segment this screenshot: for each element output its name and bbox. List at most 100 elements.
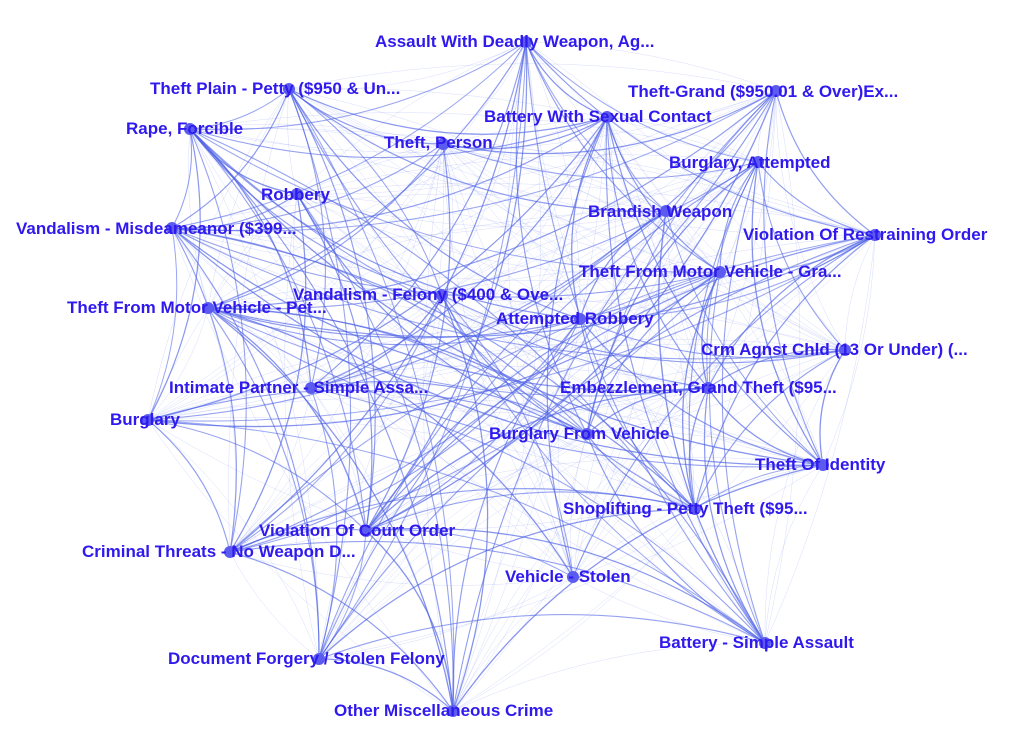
graph-node-vandalism-felony[interactable]: Vandalism - Felony ($400 & Ove...	[293, 285, 563, 304]
graph-edge	[318, 234, 876, 660]
node-dot[interactable]	[574, 313, 586, 325]
node-dot[interactable]	[520, 36, 532, 48]
graph-edge	[189, 123, 444, 145]
graph-node-rape-forcible[interactable]: Rape, Forcible	[126, 119, 243, 138]
graph-node-shoplifting-petty[interactable]: Shoplifting - Petty Theft ($95...	[563, 499, 808, 518]
graph-node-battery-sexual-contact[interactable]: Battery With Sexual Contact	[484, 107, 712, 126]
node-dot[interactable]	[283, 83, 295, 95]
graph-edge	[775, 90, 876, 236]
graph-node-vandalism-misdemeanor[interactable]: Vandalism - Misdeameanor ($399...	[16, 219, 297, 238]
node-dot[interactable]	[567, 571, 579, 583]
graph-edge	[572, 387, 709, 578]
graph-node-theft-plain-petty[interactable]: Theft Plain - Petty ($950 & Un...	[150, 79, 400, 98]
graph-node-battery-simple-assault[interactable]: Battery - Simple Assault	[659, 633, 854, 652]
graph-edge	[171, 227, 876, 282]
node-dot[interactable]	[360, 525, 372, 537]
graph-node-vehicle-stolen[interactable]: Vehicle - Stolen	[505, 567, 631, 586]
graph-node-burglary-attempted[interactable]: Burglary, Attempted	[669, 153, 831, 172]
node-dot[interactable]	[224, 546, 236, 558]
node-label: Theft From Motor Vehicle - Gra...	[579, 262, 842, 281]
graph-node-robbery[interactable]: Robbery	[261, 185, 331, 204]
graph-edge	[147, 193, 298, 421]
node-dot[interactable]	[759, 637, 771, 649]
node-dot[interactable]	[702, 382, 714, 394]
graph-node-criminal-threats[interactable]: Criminal Threats - No Weapon D...	[82, 542, 356, 561]
graph-node-other-misc-crime[interactable]: Other Miscellaneous Crime	[334, 701, 553, 720]
graph-edge	[751, 161, 824, 466]
node-label: Other Miscellaneous Crime	[334, 701, 553, 720]
graph-node-burglary[interactable]: Burglary	[110, 410, 180, 429]
graph-edge	[147, 161, 759, 421]
graph-edge	[147, 116, 608, 421]
node-dot[interactable]	[817, 459, 829, 471]
graph-edge	[719, 234, 876, 274]
graph-edge	[763, 90, 824, 466]
graph-edge	[586, 433, 696, 510]
graph-edge	[189, 112, 759, 163]
node-dot[interactable]	[437, 138, 449, 150]
graph-edge	[665, 90, 777, 212]
node-dot[interactable]	[839, 344, 851, 356]
graph-node-theft-mv-grand[interactable]: Theft From Motor Vehicle - Gra...	[579, 262, 842, 281]
node-dot[interactable]	[689, 503, 701, 515]
node-dot[interactable]	[770, 85, 782, 97]
graph-edge	[515, 41, 588, 435]
node-dot[interactable]	[714, 266, 726, 278]
graph-edge	[171, 227, 824, 466]
graph-edge	[189, 128, 824, 466]
graph-node-violation-restraining-order[interactable]: Violation Of Restraining Order	[743, 225, 988, 244]
node-dot[interactable]	[305, 382, 317, 394]
node-dot[interactable]	[142, 414, 154, 426]
node-dot[interactable]	[752, 156, 764, 168]
node-dot[interactable]	[313, 653, 325, 665]
graph-edge	[707, 90, 777, 389]
graph-edge	[229, 551, 574, 586]
graph-edge	[171, 227, 696, 510]
node-dot[interactable]	[202, 302, 214, 314]
graph-node-burglary-from-vehicle[interactable]: Burglary From Vehicle	[489, 424, 669, 443]
graph-edge	[318, 318, 581, 660]
node-dot[interactable]	[581, 428, 593, 440]
graph-node-crm-agnst-chld[interactable]: Crm Agnst Chld (13 Or Under) (...	[701, 340, 968, 359]
graph-edge	[171, 227, 443, 296]
node-label: Criminal Threats - No Weapon D...	[82, 542, 356, 561]
graph-edge	[764, 464, 824, 644]
graph-edge	[442, 143, 667, 212]
graph-node-theft-of-identity[interactable]: Theft Of Identity	[755, 455, 886, 474]
graph-node-embezzlement[interactable]: Embezzlement, Grand Theft ($95...	[560, 378, 837, 397]
graph-node-theft-mv-petty[interactable]: Theft From Motor Vehicle - Pet...	[67, 298, 327, 317]
graph-edge	[147, 417, 696, 510]
graph-node-assault-deadly-weapon[interactable]: Assault With Deadly Weapon, Ag...	[375, 32, 654, 51]
node-dot[interactable]	[436, 289, 448, 301]
graph-edge	[318, 658, 454, 712]
graph-edge	[207, 307, 574, 578]
graph-node-theft-grand[interactable]: Theft-Grand ($950.01 & Over)Ex...	[628, 82, 898, 101]
node-dot[interactable]	[660, 205, 672, 217]
node-label: Attempted Robbery	[496, 309, 654, 328]
graph-edge	[441, 294, 581, 320]
node-dot[interactable]	[184, 123, 196, 135]
graph-edge	[452, 642, 766, 712]
graph-node-intimate-partner[interactable]: Intimate Partner - Simple Assa...	[169, 378, 428, 397]
graph-node-theft-person[interactable]: Theft, Person	[384, 133, 493, 152]
node-dot[interactable]	[291, 188, 303, 200]
graph-edge	[819, 349, 846, 466]
node-dot[interactable]	[166, 222, 178, 234]
graph-node-document-forgery[interactable]: Document Forgery / Stolen Felony	[168, 649, 445, 668]
graph-edge	[207, 161, 759, 310]
graph-edge	[189, 116, 608, 159]
graph-node-violation-court-order[interactable]: Violation Of Court Order	[259, 521, 456, 540]
graph-edge	[442, 143, 709, 389]
node-dot[interactable]	[447, 705, 459, 717]
node-dot[interactable]	[869, 229, 881, 241]
graph-edge	[207, 90, 777, 309]
graph-edge	[296, 193, 443, 296]
node-dot[interactable]	[601, 111, 613, 123]
graph-node-brandish-weapon[interactable]: Brandish Weapon	[588, 202, 732, 221]
graph-edge	[296, 193, 824, 466]
graph-edge	[147, 397, 824, 466]
node-label: Assault With Deadly Weapon, Ag...	[375, 32, 654, 51]
graph-node-attempted-robbery[interactable]: Attempted Robbery	[496, 309, 654, 328]
node-label: Battery With Sexual Contact	[484, 107, 712, 126]
graph-edge	[147, 419, 454, 712]
